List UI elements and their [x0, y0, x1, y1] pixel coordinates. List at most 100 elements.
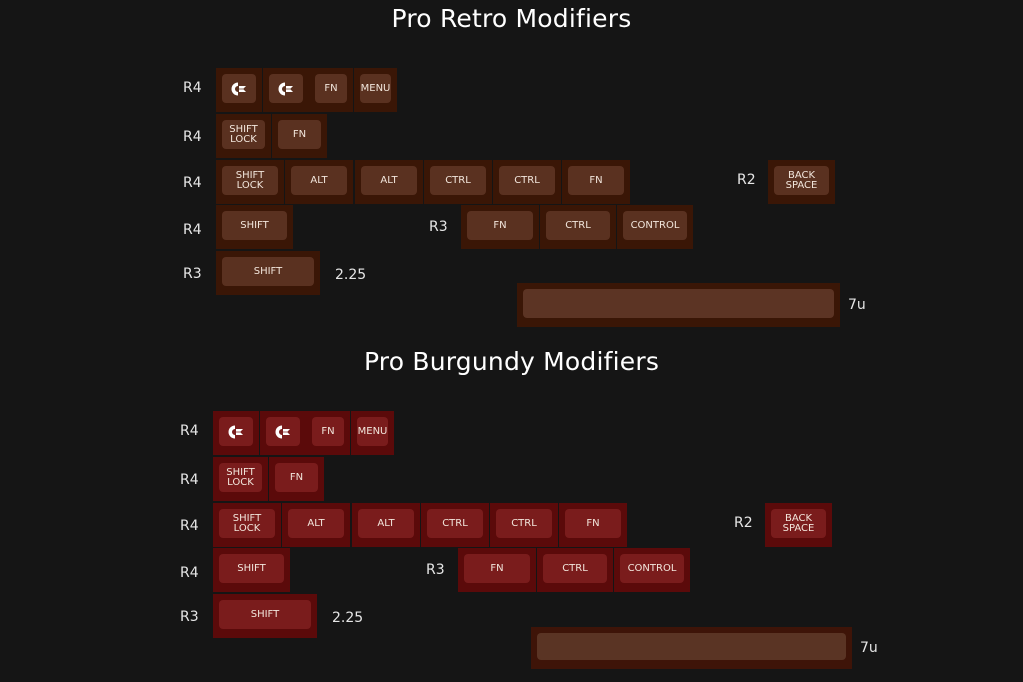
backspace-key[interactable]: BACK SPACE	[765, 503, 832, 547]
commodore-key[interactable]	[263, 68, 309, 112]
fn-key[interactable]: FN	[458, 548, 536, 592]
fn-key[interactable]: FN	[269, 457, 324, 501]
spacebar-key[interactable]	[517, 283, 840, 327]
fn-key[interactable]: FN	[461, 205, 539, 249]
r3-label: R3	[429, 219, 448, 235]
alt-key-legend: ALT	[291, 166, 347, 195]
ctrl-key[interactable]: CTRL	[424, 160, 492, 204]
fn-key-legend: FN	[312, 417, 344, 446]
fn-key-legend: FN	[275, 463, 318, 492]
fn-key-legend: FN	[278, 120, 321, 149]
control-key[interactable]: CONTROL	[614, 548, 690, 592]
fn-key-legend: FN	[568, 166, 624, 195]
ctrl-key-legend: CTRL	[427, 509, 483, 538]
ctrl-key[interactable]: CTRL	[493, 160, 561, 204]
backspace-key[interactable]: BACK SPACE	[768, 160, 835, 204]
r3-label: R3	[426, 562, 445, 578]
ctrl-key[interactable]: CTRL	[421, 503, 489, 547]
alt-key[interactable]: ALT	[352, 503, 420, 547]
ctrl-key-legend: CTRL	[430, 166, 486, 195]
fn-key-legend: FN	[467, 211, 533, 240]
space-size-label: 7u	[848, 297, 866, 313]
spacebar-key-legend	[523, 289, 834, 318]
row-label-3: R4	[183, 175, 202, 191]
row-label-5: R3	[180, 609, 199, 625]
commodore-key[interactable]	[216, 68, 262, 112]
shift-size-label: 2.25	[335, 267, 367, 283]
shift-lock-key-legend: SHIFT LOCK	[222, 166, 278, 195]
shift-lock-key-legend: SHIFT LOCK	[222, 120, 265, 149]
commodore-icon	[278, 82, 293, 95]
fn-key-legend: FN	[315, 74, 347, 103]
shift-key-legend: SHIFT	[219, 600, 311, 629]
shift-key[interactable]: SHIFT	[216, 205, 293, 249]
row-label-2: R4	[183, 129, 202, 145]
fn-key-legend: FN	[565, 509, 621, 538]
shift-size-label: 2.25	[332, 610, 364, 626]
alt-key-legend: ALT	[288, 509, 344, 538]
fn-key[interactable]: FN	[306, 411, 350, 455]
menu-key-legend: MENU	[360, 74, 391, 103]
alt-key[interactable]: ALT	[355, 160, 423, 204]
control-key-legend: CONTROL	[620, 554, 684, 583]
alt-key-legend: ALT	[358, 509, 414, 538]
alt-key-legend: ALT	[361, 166, 417, 195]
fn-key[interactable]: FN	[559, 503, 627, 547]
menu-key-legend: MENU	[357, 417, 388, 446]
commodore-key-legend	[222, 74, 256, 103]
shift-key[interactable]: SHIFT	[213, 548, 290, 592]
row-label-1: R4	[183, 80, 202, 96]
commodore-key[interactable]	[260, 411, 306, 455]
ctrl-key-legend: CTRL	[496, 509, 552, 538]
row-label-5: R3	[183, 266, 202, 282]
shift-lock-key-legend: SHIFT LOCK	[219, 463, 262, 492]
ctrl-key[interactable]: CTRL	[540, 205, 616, 249]
r2-label: R2	[737, 172, 756, 188]
commodore-icon	[228, 425, 243, 438]
row-label-4: R4	[180, 565, 199, 581]
row-label-1: R4	[180, 423, 199, 439]
shift-lock-key[interactable]: SHIFT LOCK	[216, 160, 284, 204]
commodore-icon	[275, 425, 290, 438]
shift-lock-key[interactable]: SHIFT LOCK	[213, 457, 268, 501]
shift-lock-key[interactable]: SHIFT LOCK	[216, 114, 271, 158]
row-label-2: R4	[180, 472, 199, 488]
spacebar-key-legend	[537, 633, 846, 660]
shift-key-legend: SHIFT	[219, 554, 284, 583]
control-key-legend: CONTROL	[623, 211, 687, 240]
fn-key[interactable]: FN	[562, 160, 630, 204]
fn-key-legend: FN	[464, 554, 530, 583]
spacebar-key[interactable]	[531, 627, 852, 669]
backspace-key-legend: BACK SPACE	[771, 509, 826, 538]
ctrl-key-legend: CTRL	[546, 211, 610, 240]
commodore-key-legend	[219, 417, 253, 446]
shift-lock-key[interactable]: SHIFT LOCK	[213, 503, 281, 547]
commodore-key[interactable]	[213, 411, 259, 455]
shift-key-legend: SHIFT	[222, 257, 314, 286]
shift-key-legend: SHIFT	[222, 211, 287, 240]
shift-lock-key-legend: SHIFT LOCK	[219, 509, 275, 538]
space-size-label: 7u	[860, 640, 878, 656]
ctrl-key[interactable]: CTRL	[537, 548, 613, 592]
backspace-key-legend: BACK SPACE	[774, 166, 829, 195]
shift-key[interactable]: SHIFT	[213, 594, 317, 638]
fn-key[interactable]: FN	[309, 68, 353, 112]
alt-key[interactable]: ALT	[285, 160, 353, 204]
commodore-key-legend	[266, 417, 300, 446]
ctrl-key[interactable]: CTRL	[490, 503, 558, 547]
row-label-4: R4	[183, 222, 202, 238]
menu-key[interactable]: MENU	[351, 411, 394, 455]
ctrl-key-legend: CTRL	[499, 166, 555, 195]
shift-key[interactable]: SHIFT	[216, 251, 320, 295]
commodore-icon	[231, 82, 246, 95]
section-title: Pro Burgundy Modifiers	[363, 347, 660, 376]
menu-key[interactable]: MENU	[354, 68, 397, 112]
alt-key[interactable]: ALT	[282, 503, 350, 547]
row-label-3: R4	[180, 518, 199, 534]
fn-key[interactable]: FN	[272, 114, 327, 158]
control-key[interactable]: CONTROL	[617, 205, 693, 249]
commodore-key-legend	[269, 74, 303, 103]
ctrl-key-legend: CTRL	[543, 554, 607, 583]
r2-label: R2	[734, 515, 753, 531]
section-title: Pro Retro Modifiers	[391, 4, 632, 33]
